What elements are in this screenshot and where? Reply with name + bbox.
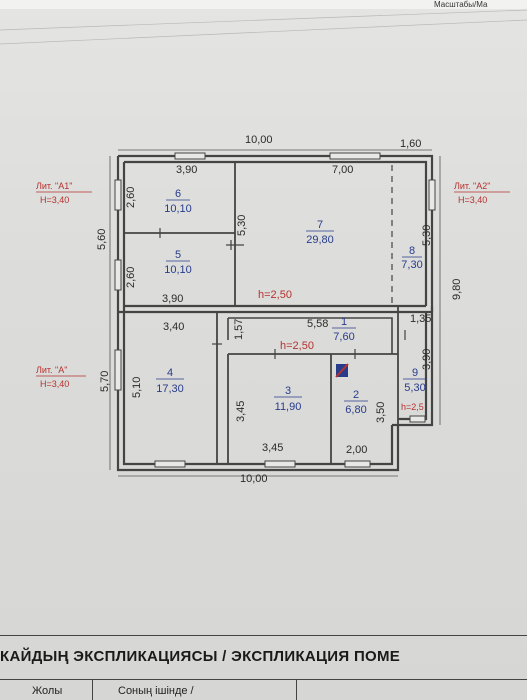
walls — [116, 154, 434, 472]
dim-top-total: 10,00 — [245, 134, 273, 146]
dim-r1-w: 5,58 — [307, 318, 328, 330]
stove-icon — [335, 363, 349, 378]
top-strip: Масштабы/Ма — [0, 0, 527, 9]
dim-r1-h: 1,57 — [233, 319, 245, 340]
dim-r6-top: 3,90 — [176, 164, 197, 176]
room-4-label: 4 17,30 — [156, 367, 184, 395]
dim-r9-v: 3,90 — [421, 349, 433, 370]
svg-text:10,10: 10,10 — [164, 264, 192, 276]
dim-r6-v: 2,60 — [125, 187, 137, 208]
svg-text:7,30: 7,30 — [401, 259, 422, 271]
svg-text:H=3,40: H=3,40 — [40, 195, 69, 205]
room-6-label: 6 10,10 — [164, 188, 192, 215]
table-header-col2: Соның ішінде / — [118, 685, 194, 697]
liter-a2-label: Лит. "А2" H=3,40 — [454, 181, 510, 205]
svg-text:10,10: 10,10 — [164, 203, 192, 215]
svg-text:5,30: 5,30 — [404, 382, 425, 394]
floor-plan: 10,00 1,60 3,90 7,00 5,60 5,70 9,80 2,60… — [0, 9, 527, 485]
dim-r7-top: 7,00 — [332, 164, 353, 176]
dim-left-lower: 5,70 — [99, 371, 111, 392]
height-main: h=2,50 — [258, 289, 292, 301]
svg-text:Лит. "А2": Лит. "А2" — [454, 181, 490, 191]
dim-r9-w: 1,35 — [410, 313, 431, 325]
table-header-border — [0, 679, 527, 680]
svg-text:Лит. "А1": Лит. "А1" — [36, 181, 72, 191]
svg-text:7: 7 — [317, 219, 323, 231]
height-corridor: h=2,50 — [280, 340, 314, 352]
height-r9: h=2,5 — [401, 402, 424, 412]
svg-text:H=3,40: H=3,40 — [40, 379, 69, 389]
svg-text:6,80: 6,80 — [345, 404, 366, 416]
dim-r3-v: 3,45 — [235, 401, 247, 422]
dim-r4-v: 5,10 — [131, 377, 143, 398]
dim-r5-bottom: 3,90 — [162, 293, 183, 305]
svg-text:5: 5 — [175, 249, 181, 261]
table-top-border — [0, 635, 527, 636]
svg-text:6: 6 — [175, 188, 181, 200]
svg-text:1: 1 — [341, 316, 347, 328]
liter-a1-label: Лит. "А1" H=3,40 — [36, 181, 92, 205]
svg-text:Лит. "А": Лит. "А" — [36, 365, 67, 375]
room-7-label: 7 29,80 — [306, 219, 334, 246]
table-col-separator — [92, 679, 93, 700]
dim-r2-v: 3,50 — [375, 402, 387, 423]
svg-text:29,80: 29,80 — [306, 234, 334, 246]
liter-a-label: Лит. "А" H=3,40 — [36, 365, 86, 389]
svg-text:3: 3 — [285, 385, 291, 397]
svg-text:H=3,40: H=3,40 — [458, 195, 487, 205]
svg-text:2: 2 — [353, 389, 359, 401]
scan-lines — [0, 9, 527, 45]
dimension-lines — [109, 149, 441, 477]
svg-text:9: 9 — [412, 367, 418, 379]
room-5-label: 5 10,10 — [164, 249, 192, 276]
svg-text:11,90: 11,90 — [275, 401, 302, 413]
svg-text:4: 4 — [167, 367, 173, 379]
windows — [114, 152, 436, 468]
table-header-col1: Жолы — [32, 685, 63, 697]
dim-bottom-total: 10,00 — [240, 473, 268, 485]
dim-right-total: 9,80 — [451, 279, 463, 300]
dim-r5-v: 2,60 — [125, 267, 137, 288]
table-col-separator — [296, 679, 297, 700]
dim-r7-v: 5,30 — [236, 215, 248, 236]
room-3-label: 3 11,90 — [274, 385, 302, 413]
dim-r4-top: 3,40 — [163, 321, 184, 333]
room-1-label: 1 7,60 — [332, 316, 356, 343]
dim-r8-v: 5,30 — [421, 225, 433, 246]
dim-left-upper: 5,60 — [96, 229, 108, 250]
dim-top-ext: 1,60 — [400, 138, 421, 150]
svg-text:17,30: 17,30 — [156, 383, 184, 395]
room-9-label: 9 5,30 — [403, 367, 427, 394]
room-8-label: 8 7,30 — [401, 245, 422, 271]
dim-r2-bottom: 2,00 — [346, 444, 367, 456]
svg-text:7,60: 7,60 — [333, 331, 354, 343]
doors — [159, 228, 406, 359]
room-2-label: 2 6,80 — [344, 389, 368, 416]
explication-title: КАЙДЫҢ ЭКСПЛИКАЦИЯСЫ / ЭКСПЛИКАЦИЯ ПОМЕ — [0, 648, 401, 665]
scale-label: Масштабы/Ма — [434, 0, 488, 9]
svg-text:8: 8 — [409, 245, 415, 257]
dim-r3-bottom: 3,45 — [262, 442, 283, 454]
